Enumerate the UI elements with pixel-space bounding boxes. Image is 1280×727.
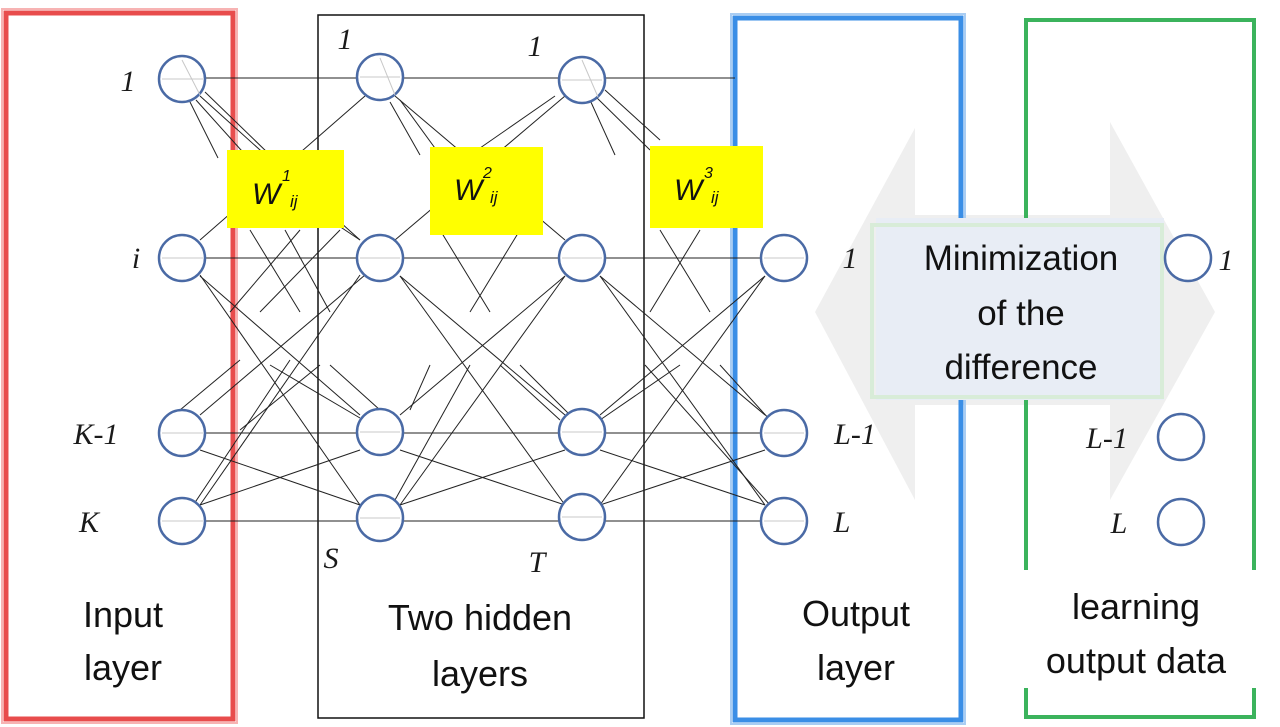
output-label: L [833,506,851,539]
weight-label-3: W 3 ij [674,165,720,207]
hidden-caption-line: layers [432,653,528,694]
hidden-layer-1-nodes [355,52,405,543]
weight-symbol: W [252,178,283,211]
input-caption-line: layer [84,647,162,688]
hidden-labels: 1 S 1 T [324,23,548,579]
weight-subscript: ij [290,192,299,211]
hidden-2-bottom-label: T [529,546,548,579]
weight-label-2: W 2 ij [454,165,499,207]
learning-labels: 1 L-1 L [1085,244,1233,540]
minimization-text: Minimization of the difference [924,239,1119,387]
weight-superscript: 2 [482,165,492,182]
learning-label: 1 [1219,244,1234,277]
hidden-2-top-label: 1 [528,30,543,63]
learning-label: L [1110,507,1128,540]
connection-lines [179,77,771,522]
weight-box-1 [227,150,344,228]
learning-nodes [1156,233,1213,547]
weight-superscript: 1 [282,168,291,185]
captions: Input layer Two hidden layers Output lay… [83,586,1227,694]
hidden-layer-2-nodes [557,55,607,542]
output-labels: 1 L-1 L [833,242,876,539]
minimization-box-border [870,223,1164,399]
weight-symbol: W [674,174,705,207]
hidden-caption-line: Two hidden [388,597,572,638]
input-label: 1 [121,65,136,98]
input-label: i [132,242,140,275]
weight-subscript: ij [490,188,499,207]
input-nodes [157,54,207,546]
hidden-1-bottom-label: S [324,542,339,575]
output-label: L-1 [833,418,876,451]
weight-box-3 [650,146,763,228]
weight-label-1: W 1 ij [252,168,299,211]
minimization-line: of the [977,294,1065,333]
output-label: 1 [843,242,858,275]
learning-caption-line: output data [1046,640,1227,681]
input-layer-frame-glow [1,8,238,724]
learning-node [1156,497,1206,547]
output-caption-line: layer [817,647,895,688]
hidden-1-top-label: 1 [338,23,353,56]
input-label: K-1 [73,418,119,451]
weight-superscript: 3 [704,165,713,182]
minimization-box [876,218,1164,400]
minimization-line: Minimization [924,239,1119,278]
input-labels: 1 i K-1 K [73,65,141,539]
node-inner-lines [162,57,804,522]
learning-node [1163,233,1213,283]
learning-label: L-1 [1085,422,1128,455]
input-label: K [78,506,101,539]
weight-subscript: ij [711,188,720,207]
output-nodes [759,233,809,546]
weight-symbol: W [454,174,485,207]
minimization-line: difference [944,348,1097,387]
output-caption-line: Output [802,593,910,634]
learning-node [1156,412,1206,462]
learning-caption-line: learning [1072,586,1200,627]
learning-caption-background [1022,570,1260,688]
input-caption-line: Input [83,594,163,635]
weight-box-2 [430,147,543,235]
